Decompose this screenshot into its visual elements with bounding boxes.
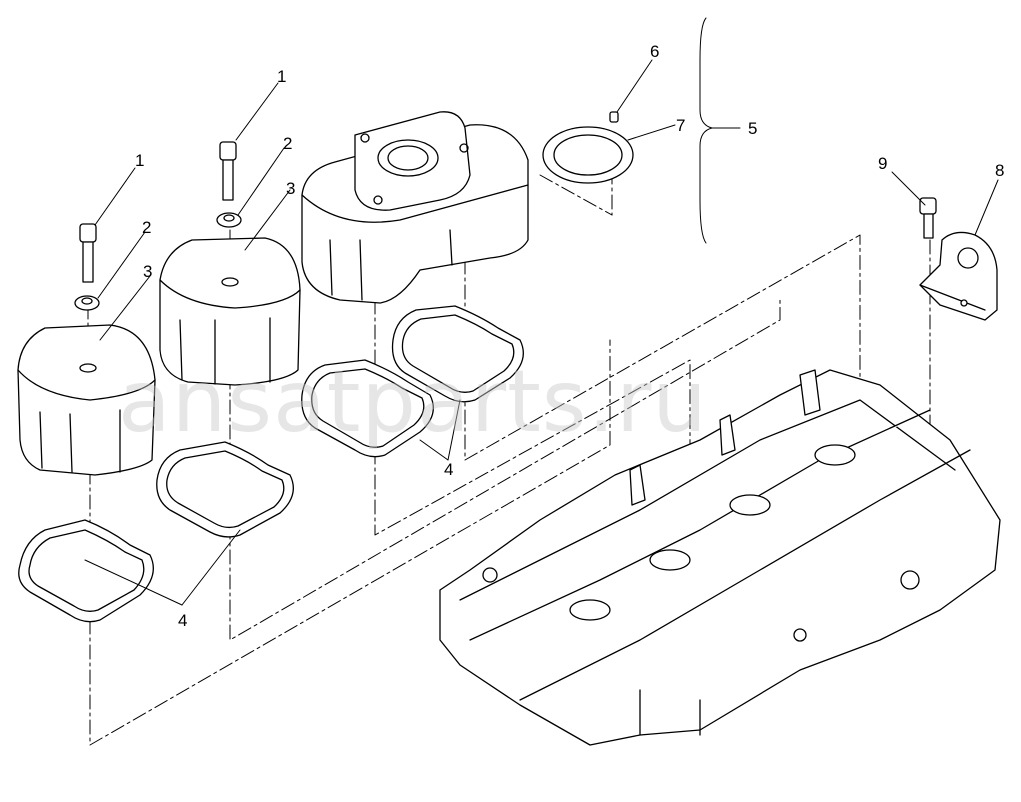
cylinder-head <box>439 369 1001 746</box>
callout-screw: 6 <box>650 42 660 61</box>
lifting-bracket <box>919 231 998 321</box>
callout-gasket-rear: 4 <box>444 460 454 479</box>
valve-cover-middle <box>159 237 301 386</box>
callout-bracket-bolt: 9 <box>878 154 888 173</box>
gaskets <box>18 305 524 623</box>
valve-cover-rear <box>301 111 529 304</box>
callout-washer-rear: 2 <box>283 134 293 153</box>
callout-bolt-rear: 1 <box>277 67 287 86</box>
leader-lines <box>84 17 999 606</box>
callout-cover-front: 3 <box>143 262 153 281</box>
valve-cover-front <box>17 324 156 476</box>
bolts-and-washers <box>74 111 937 311</box>
callout-assembly: 5 <box>748 119 758 138</box>
callout-cover-middle: 3 <box>286 179 296 198</box>
seal-ring <box>542 126 634 184</box>
callout-seal-ring: 7 <box>676 116 686 135</box>
callout-washer-front: 2 <box>142 218 152 237</box>
callout-gasket-front: 4 <box>178 611 188 630</box>
callout-bolt-front: 1 <box>135 151 145 170</box>
callout-bracket: 8 <box>995 161 1005 180</box>
